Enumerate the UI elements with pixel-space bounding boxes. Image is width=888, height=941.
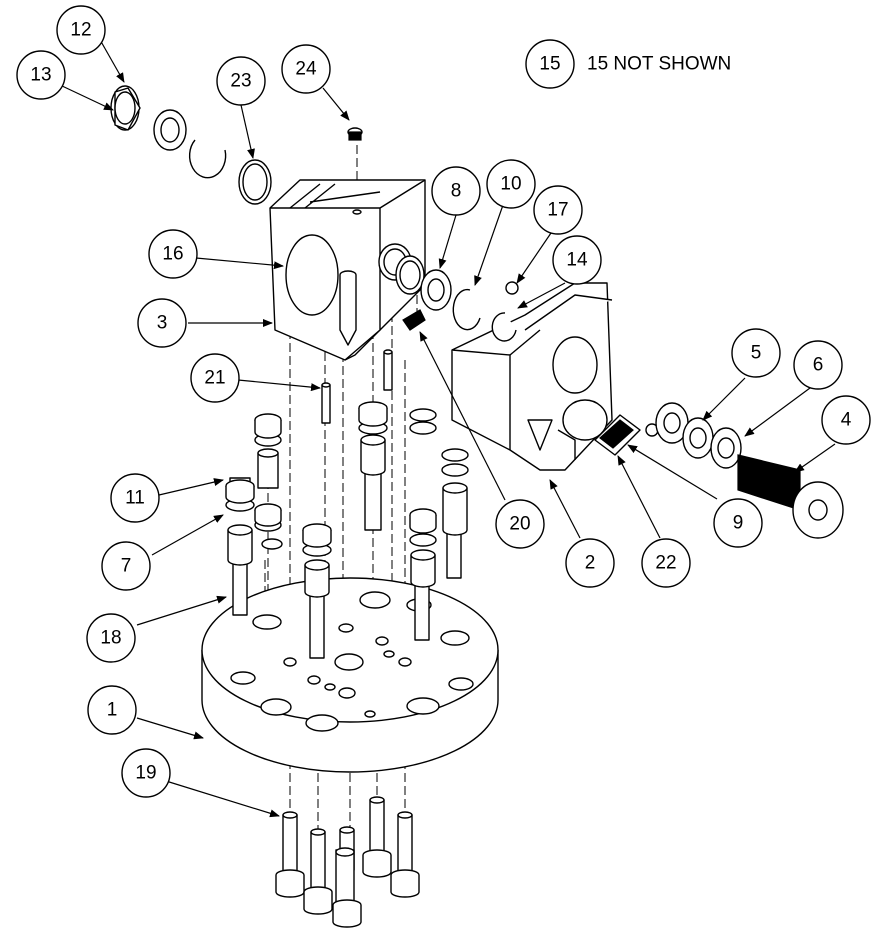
callout-number-22: 22 bbox=[655, 553, 676, 574]
callout-balloon-7 bbox=[101, 541, 151, 591]
callout-balloon-13 bbox=[16, 50, 66, 100]
callout-balloon-12 bbox=[56, 5, 106, 55]
callout-balloon-17 bbox=[533, 185, 583, 235]
cap-screws bbox=[227, 434, 468, 659]
callout-number-18: 18 bbox=[100, 628, 121, 649]
callout-number-11: 11 bbox=[125, 488, 145, 509]
small-screw bbox=[347, 127, 363, 141]
callout-balloon-11 bbox=[110, 473, 160, 523]
callout-balloon-3 bbox=[137, 298, 187, 348]
callout-number-12: 12 bbox=[70, 20, 91, 41]
callout-number-14: 14 bbox=[566, 250, 588, 271]
callout-balloon-5 bbox=[731, 328, 781, 378]
right-jaw-block bbox=[451, 282, 613, 471]
callout-balloon-20 bbox=[495, 499, 545, 549]
callout-balloon-21 bbox=[190, 353, 240, 403]
callout-number-17: 17 bbox=[547, 200, 568, 221]
callout-balloon-16 bbox=[148, 229, 198, 279]
callout-balloon-6 bbox=[793, 340, 843, 390]
callout-number-9: 9 bbox=[733, 513, 744, 534]
callout-balloon-22 bbox=[641, 538, 691, 588]
callout-number-10: 10 bbox=[500, 174, 521, 195]
callout-balloon-10 bbox=[486, 159, 536, 209]
callout-number-23: 23 bbox=[230, 71, 251, 92]
bottom-screws bbox=[275, 796, 420, 928]
note-text: 15 NOT SHOWN bbox=[587, 54, 731, 75]
callout-number-3: 3 bbox=[157, 313, 168, 334]
leader-lines bbox=[59, 37, 836, 818]
callout-number-8: 8 bbox=[451, 181, 462, 202]
callout-number-1: 1 bbox=[107, 700, 118, 721]
callout-number-16: 16 bbox=[162, 244, 183, 265]
callout-balloon-8 bbox=[431, 166, 481, 216]
callout-number-19: 19 bbox=[135, 763, 156, 784]
callout-balloon-1 bbox=[87, 685, 137, 735]
right-washers-bolt bbox=[645, 402, 844, 539]
callout-number-4: 4 bbox=[841, 410, 852, 431]
callout-number-6: 6 bbox=[813, 355, 824, 376]
callout-balloon-19 bbox=[121, 748, 171, 798]
callout-balloon-23 bbox=[216, 56, 266, 106]
callout-balloon-18 bbox=[86, 613, 136, 663]
callout-number-2: 2 bbox=[585, 553, 596, 574]
callout-number-24: 24 bbox=[295, 59, 317, 80]
set-screw bbox=[402, 309, 426, 331]
caps-and-orings bbox=[225, 401, 469, 557]
left-jaw-block bbox=[269, 179, 426, 361]
center-rings bbox=[395, 255, 519, 342]
not-shown-note: 15 15 NOT SHOWN bbox=[525, 39, 731, 89]
dowel-pins bbox=[321, 349, 393, 424]
callout-balloon-24 bbox=[281, 44, 331, 94]
callout-number-21: 21 bbox=[204, 368, 225, 389]
callout-number-7: 7 bbox=[121, 556, 132, 577]
left-rings bbox=[110, 85, 272, 205]
callout-balloon-9 bbox=[713, 498, 763, 548]
callout-balloon-14 bbox=[552, 235, 602, 285]
callout-number-13: 13 bbox=[30, 65, 51, 86]
note-balloon bbox=[525, 39, 575, 89]
callout-number-20: 20 bbox=[509, 514, 530, 535]
callout-balloon-2 bbox=[565, 538, 615, 588]
note-balloon-number: 15 bbox=[539, 54, 560, 75]
callout-balloon-4 bbox=[821, 395, 871, 445]
label-plate bbox=[594, 414, 641, 456]
callout-number-5: 5 bbox=[751, 343, 762, 364]
